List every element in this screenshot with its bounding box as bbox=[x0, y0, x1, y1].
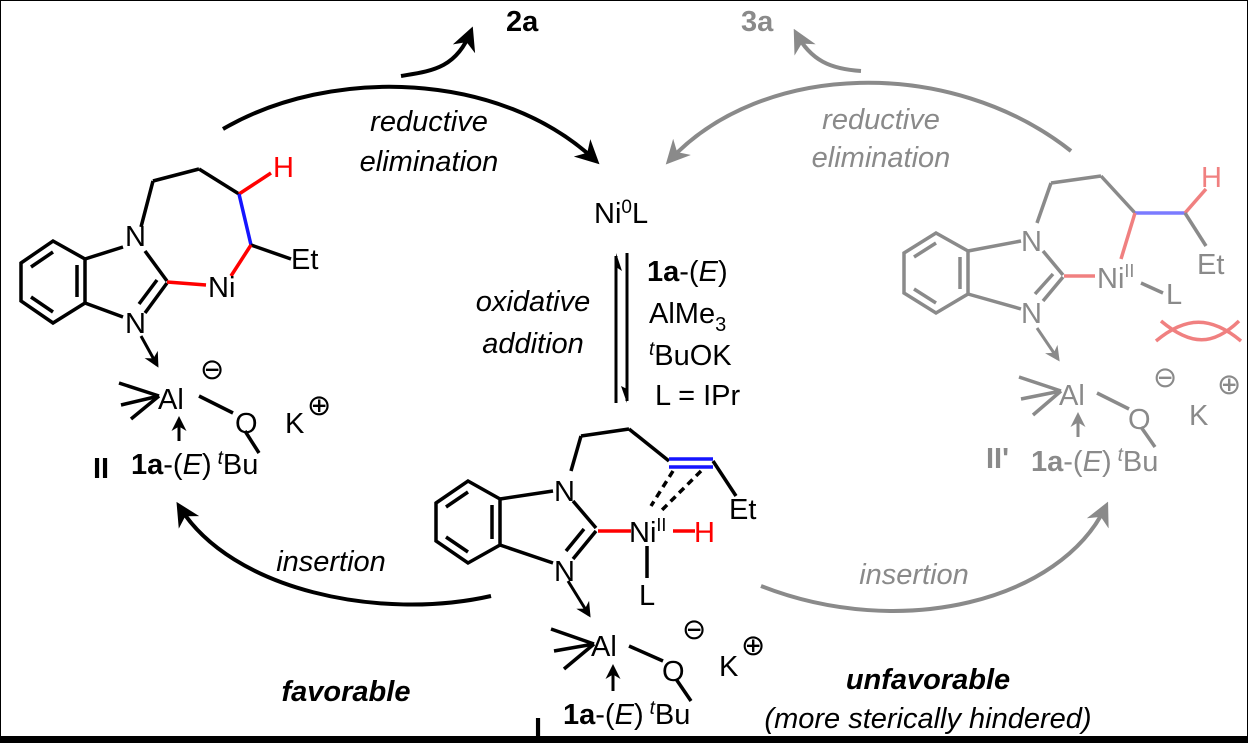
label-II-prime: II' bbox=[986, 443, 1009, 475]
atom-NiII: NiII bbox=[629, 515, 666, 549]
atom-N: N bbox=[1021, 298, 1042, 330]
atom-NiII: NiII bbox=[1097, 261, 1134, 295]
atom-O: O bbox=[1128, 404, 1151, 436]
intermediate-II-prime-structure: N N NiII L H Et Al O K ⊖ ⊕ II' 1a-(E)tBu bbox=[902, 162, 1243, 478]
atom-Al: Al bbox=[158, 384, 184, 416]
reagent-alme3: AlMe3 bbox=[649, 298, 726, 336]
reductive-elimination-arrow-left bbox=[221, 84, 600, 165]
atom-O: O bbox=[235, 408, 258, 440]
atom-Ni: Ni bbox=[208, 272, 235, 304]
atom-N: N bbox=[1021, 226, 1042, 258]
favorable-label: favorable bbox=[282, 676, 411, 708]
ligand-1a-E-tBu-bottom: 1a-(E)tBu bbox=[563, 698, 690, 731]
ligand-1a-E-tBu-left: 1a-(E)tBu bbox=[131, 448, 258, 481]
atom-Et: Et bbox=[291, 244, 318, 276]
product-3a: 3a bbox=[741, 6, 774, 38]
atom-K: K bbox=[1189, 400, 1209, 432]
product-2a-arrow bbox=[400, 26, 476, 78]
insertion-arrow-right bbox=[760, 501, 1109, 613]
oxidative-label-2: addition bbox=[482, 328, 584, 360]
atom-K: K bbox=[285, 408, 305, 440]
atom-Et: Et bbox=[1197, 249, 1224, 281]
reverse-arrow-head-up bbox=[616, 253, 622, 271]
intermediate-I-structure: N N NiII H Et L Al O K ⊖ ⊕ 1a-(E)tBu I bbox=[434, 427, 765, 743]
unfavorable-label: unfavorable bbox=[846, 664, 1010, 696]
reagent-1a-E: 1a-(E) bbox=[647, 256, 728, 288]
label-I: I bbox=[534, 713, 542, 738]
minus-charge: ⊖ bbox=[682, 614, 706, 646]
insertion-label-left: insertion bbox=[276, 546, 386, 578]
reductive-label-right-2: elimination bbox=[812, 142, 951, 174]
atom-Et: Et bbox=[729, 494, 756, 526]
atom-L: L bbox=[1166, 279, 1182, 311]
reductive-label-left-1: reductive bbox=[370, 106, 488, 138]
product-2a: 2a bbox=[506, 6, 539, 38]
ligand-1a-E-tBu-right: 1a-(E)tBu bbox=[1031, 445, 1158, 478]
reagent-tbuok: tBuOK bbox=[649, 339, 732, 372]
atom-L: L bbox=[639, 580, 655, 612]
unfavorable-note: (more sterically hindered) bbox=[764, 703, 1091, 735]
atom-N: N bbox=[125, 221, 146, 253]
reagent-ligand: L = IPr bbox=[655, 380, 741, 412]
atom-N: N bbox=[554, 476, 575, 508]
product-3a-arrow bbox=[793, 28, 862, 73]
insertion-label-right: insertion bbox=[859, 559, 969, 591]
atom-H: H bbox=[694, 517, 715, 549]
reductive-label-left-2: elimination bbox=[360, 146, 499, 178]
ni0-catalyst: Ni0L bbox=[594, 197, 648, 230]
plus-charge: ⊕ bbox=[307, 390, 331, 422]
atom-H: H bbox=[273, 152, 294, 184]
insertion-arrow-left bbox=[176, 501, 492, 607]
oxidative-label-1: oxidative bbox=[476, 286, 590, 318]
label-II: II bbox=[93, 453, 109, 485]
intermediate-II-structure: N N Ni H Et Al O K ⊖ ⊕ II 1a-(E)tBu bbox=[19, 152, 331, 485]
oxidative-arrow-head-down bbox=[621, 386, 627, 403]
minus-charge: ⊖ bbox=[200, 354, 224, 386]
atom-Al: Al bbox=[1059, 380, 1085, 412]
reductive-label-right-1: reductive bbox=[822, 104, 940, 136]
plus-charge: ⊕ bbox=[741, 630, 765, 662]
atom-H: H bbox=[1201, 162, 1222, 194]
atom-K: K bbox=[719, 651, 739, 683]
reductive-elimination-arrow-right bbox=[665, 80, 1073, 165]
atom-Al: Al bbox=[591, 631, 617, 663]
atom-N: N bbox=[554, 556, 575, 588]
atom-O: O bbox=[662, 656, 685, 688]
minus-charge: ⊖ bbox=[1153, 362, 1177, 394]
atom-N: N bbox=[125, 308, 146, 340]
plus-charge: ⊕ bbox=[1217, 369, 1241, 401]
